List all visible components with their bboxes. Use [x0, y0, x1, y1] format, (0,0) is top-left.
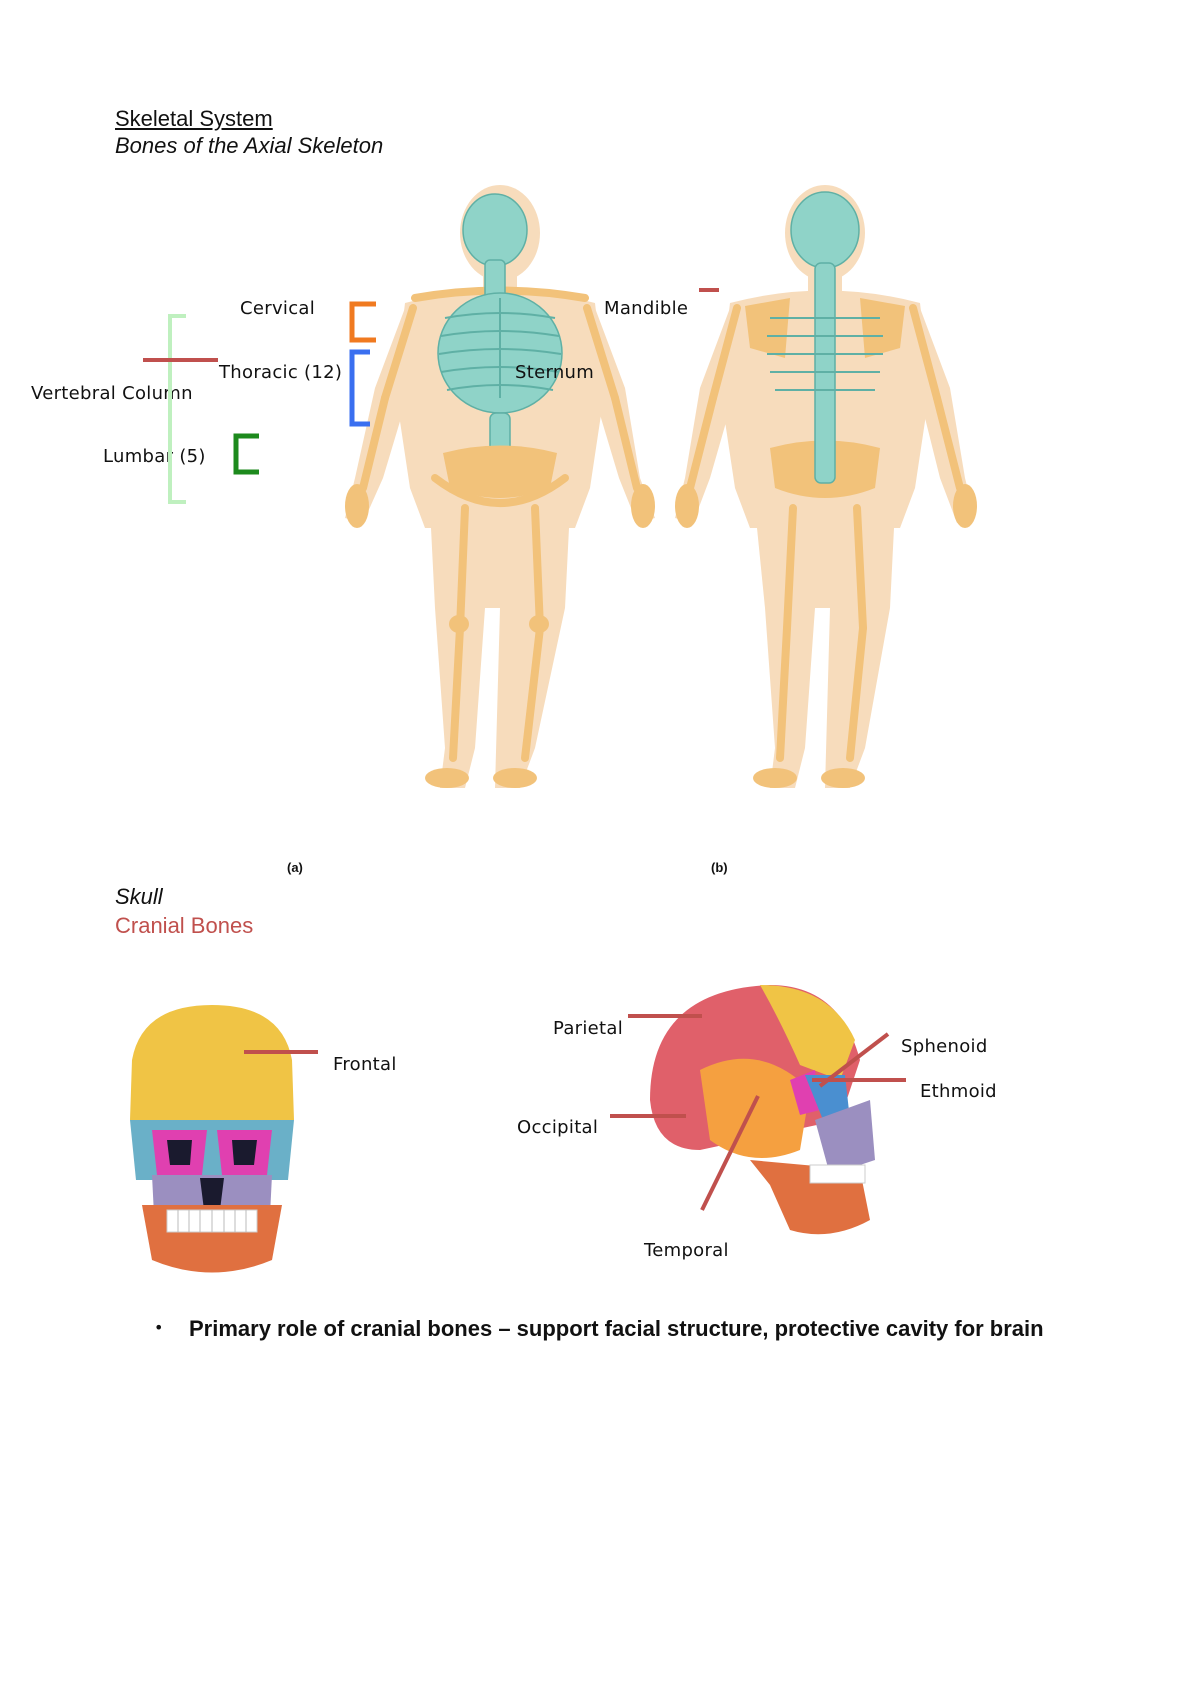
- label-thoracic: Thoracic (12): [219, 362, 343, 383]
- label-occipital: Occipital: [517, 1117, 599, 1138]
- skeleton-anterior-view: [345, 185, 655, 788]
- label-vertebral-column: Vertebral Column: [31, 383, 193, 404]
- bullet-dot: •: [154, 1318, 164, 1337]
- note-cranial-role: Primary role of cranial bones – support …: [189, 1316, 1044, 1341]
- figure-caption-b: (b): [711, 860, 728, 875]
- skull-heading: Skull: [115, 884, 163, 909]
- cervical-bracket: [349, 301, 376, 343]
- figure-caption-a: (a): [287, 860, 303, 875]
- skeleton-posterior-view: [675, 185, 977, 788]
- label-cervical: Cervical: [240, 298, 316, 319]
- label-mandible: Mandible: [604, 298, 689, 319]
- page-title: Skeletal System: [115, 106, 273, 131]
- cranial-bones-heading: Cranial Bones: [115, 913, 254, 938]
- label-frontal: Frontal: [333, 1054, 397, 1075]
- skull-annotation-marks: [244, 1014, 906, 1211]
- label-temporal: Temporal: [644, 1240, 729, 1261]
- lumbar-bracket: [233, 433, 259, 475]
- page-subtitle: Bones of the Axial Skeleton: [115, 133, 384, 158]
- label-ethmoid: Ethmoid: [920, 1081, 997, 1102]
- thoracic-bracket: [349, 349, 370, 427]
- vertebral-column-bracket: [168, 314, 186, 504]
- label-parietal: Parietal: [553, 1018, 624, 1039]
- label-lumbar: Lumbar (5): [103, 446, 206, 467]
- skeleton-annotation-marks: [143, 288, 719, 504]
- sphenoid-marker: [818, 1032, 890, 1088]
- skull-anterior-view: [130, 1005, 294, 1273]
- temporal-marker: [700, 1095, 760, 1211]
- skull-lateral-view: [650, 985, 875, 1235]
- label-sphenoid: Sphenoid: [901, 1036, 988, 1057]
- label-sternum: Sternum: [515, 362, 595, 383]
